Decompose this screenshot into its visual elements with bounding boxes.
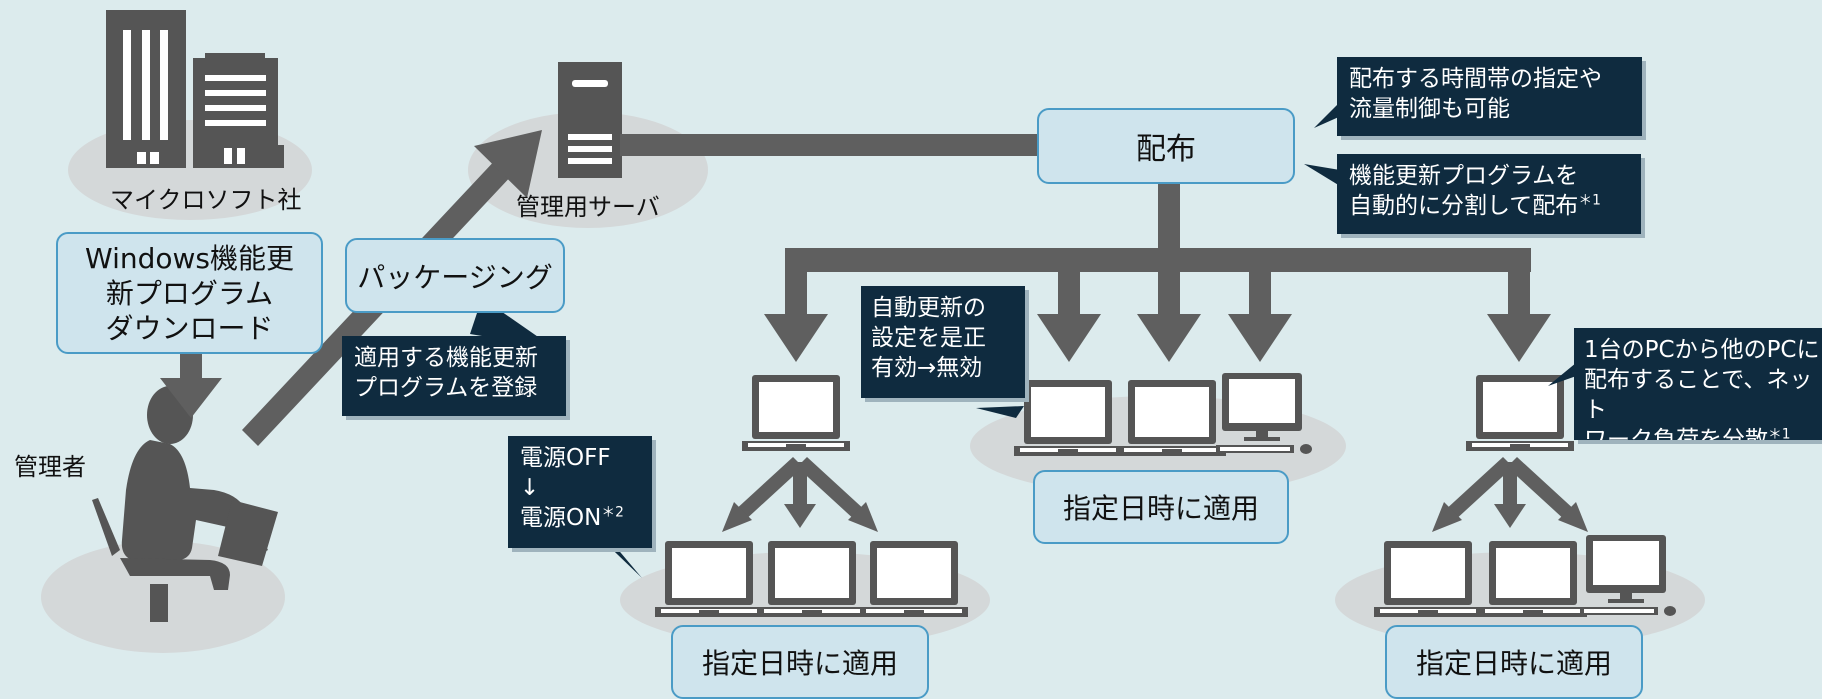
- split-callout-text: 機能更新プログラムを 自動的に分割して配布: [1349, 163, 1579, 219]
- distribute-box: 配布: [1037, 108, 1295, 184]
- apply-box-mid: 指定日時に適用: [1033, 470, 1289, 544]
- line-branch: [785, 248, 1531, 272]
- packaging-box: パッケージング: [345, 238, 565, 313]
- laptop-icon: [1466, 375, 1574, 451]
- power-callout-text: 電源OFF ↓ 電源ON: [520, 445, 611, 531]
- admin-person-icon: [92, 386, 278, 622]
- peer-callout-note: ＊1: [1768, 426, 1791, 440]
- register-callout: 適用する機能更新 プログラムを登録: [342, 336, 566, 416]
- apply-box-right: 指定日時に適用: [1385, 625, 1643, 699]
- auto-update-callout: 自動更新の 設定を是正 有効→無効: [861, 286, 1025, 398]
- arrow-download-admin: [180, 350, 202, 380]
- power-callout-note: ＊2: [601, 504, 624, 521]
- line-trunk: [1158, 180, 1180, 250]
- laptop-icon: [742, 375, 850, 451]
- peer-callout-text: 1台のPCから他のPCに 配布することで、ネット ワーク負荷を分散: [1584, 337, 1820, 440]
- microsoft-label: マイクロソフト社: [110, 186, 302, 214]
- admin-label: 管理者: [14, 453, 86, 481]
- split-callout-note: ＊1: [1578, 192, 1601, 209]
- time-band-callout: 配布する時間帯の指定や 流量制御も可能: [1337, 57, 1642, 136]
- download-box: Windows機能更 新プログラム ダウンロード: [56, 232, 323, 354]
- power-callout: 電源OFF ↓ 電源ON＊2: [508, 436, 652, 548]
- split-callout: 機能更新プログラムを 自動的に分割して配布＊1: [1337, 154, 1641, 234]
- line-server-distribute: [620, 134, 1040, 156]
- peer-callout: 1台のPCから他のPCに 配布することで、ネット ワーク負荷を分散＊1: [1574, 328, 1822, 440]
- apply-box-left: 指定日時に適用: [671, 625, 929, 699]
- server-icon: [558, 62, 622, 178]
- building-icon: [106, 10, 284, 168]
- server-label: 管理用サーバ: [516, 193, 660, 221]
